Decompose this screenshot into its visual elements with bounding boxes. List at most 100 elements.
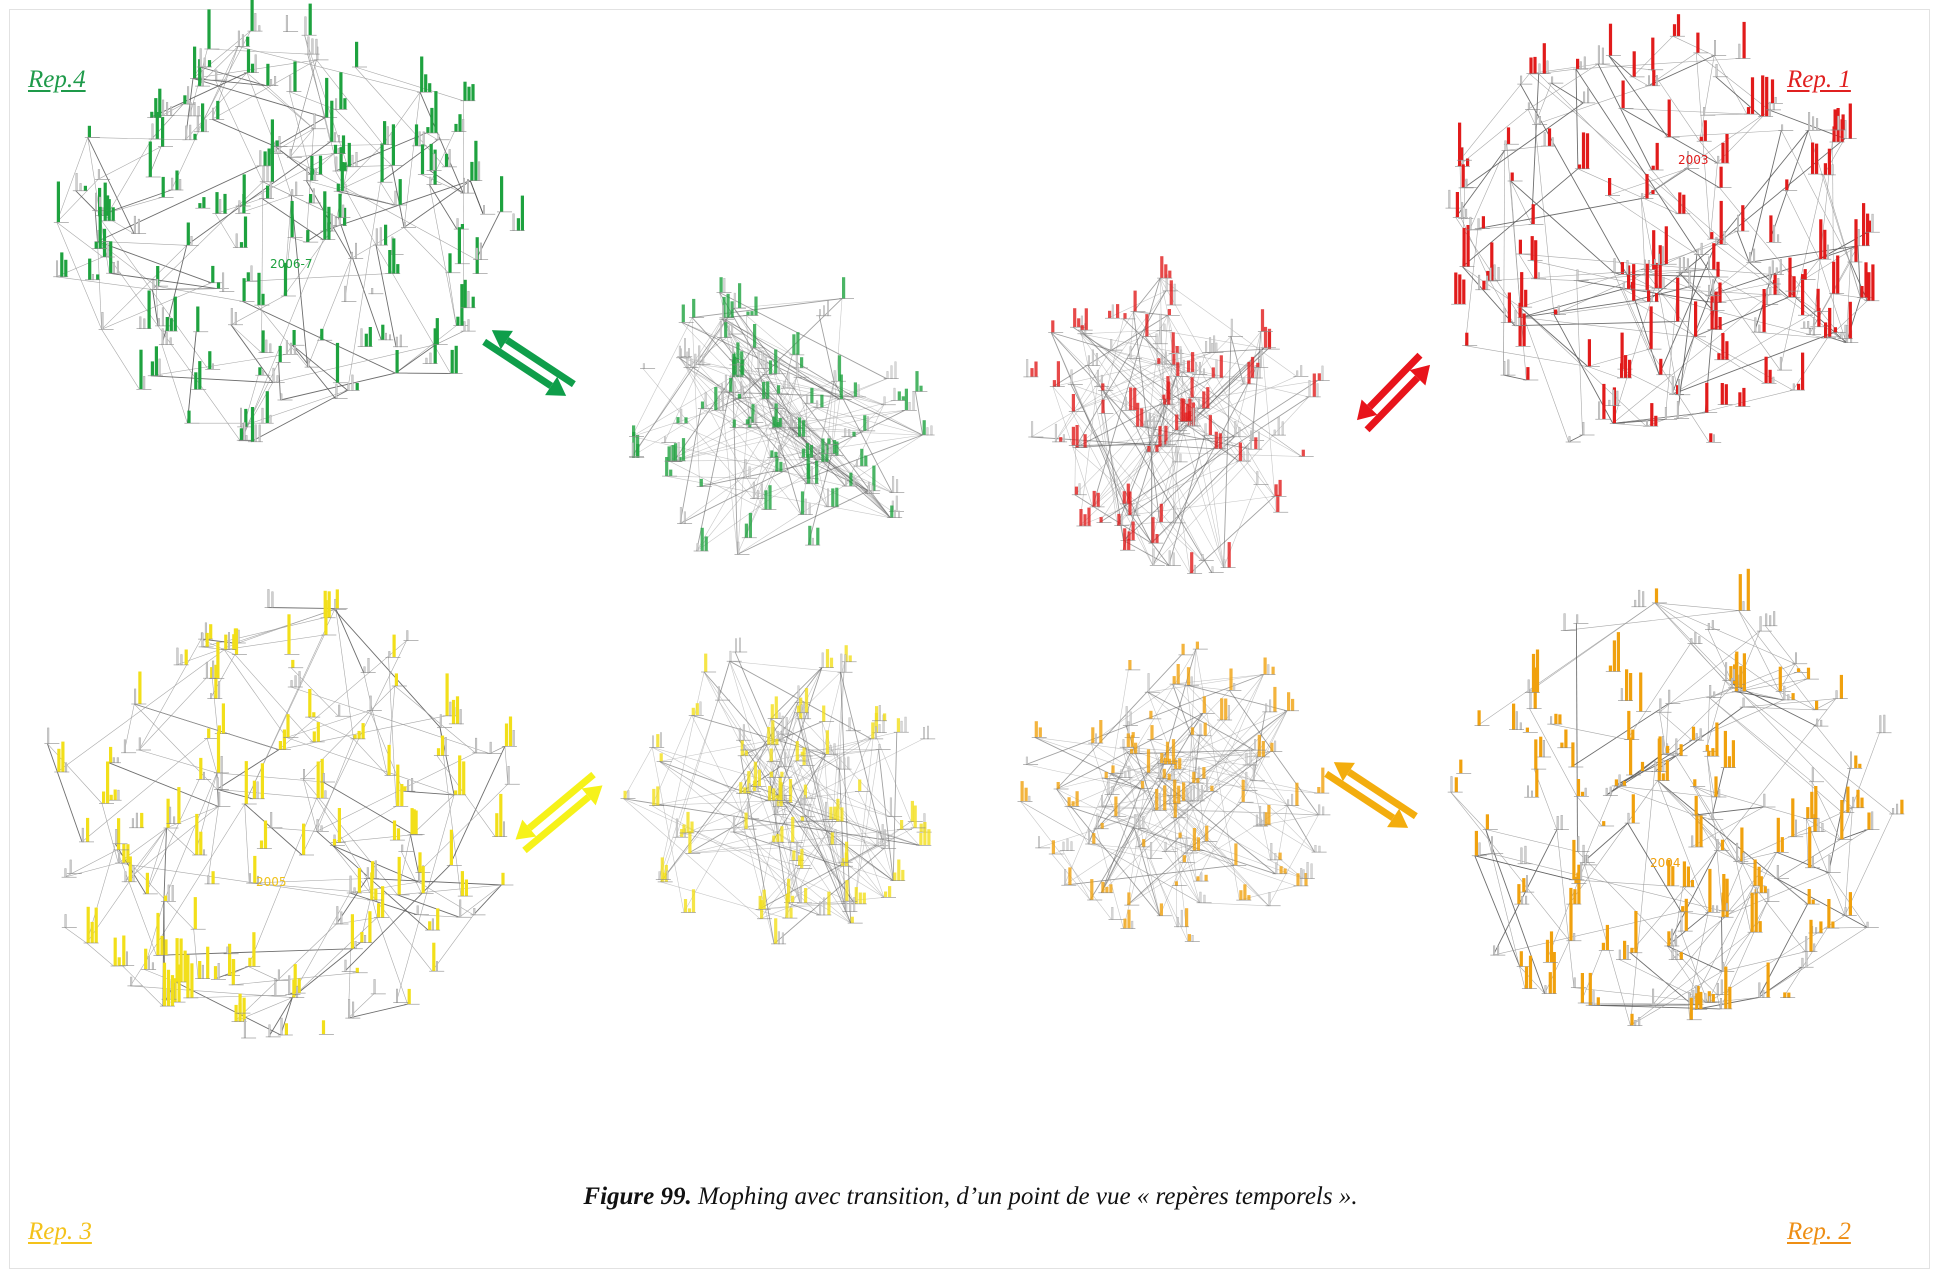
histogram-bar xyxy=(816,527,820,546)
histogram-bar xyxy=(1679,952,1683,960)
histogram-bar xyxy=(458,755,462,795)
histogram-bar xyxy=(138,671,142,704)
graph-edge xyxy=(1080,330,1124,541)
graph-node xyxy=(286,61,302,92)
histogram-bar xyxy=(1709,685,1712,698)
graph-edge xyxy=(166,806,219,829)
histogram-bar xyxy=(1546,60,1549,74)
histogram-bar xyxy=(1740,827,1744,862)
histogram-bar xyxy=(231,959,235,985)
histogram-bar xyxy=(1167,309,1171,316)
histogram-bar xyxy=(1545,939,1550,963)
histogram-bar xyxy=(292,979,296,998)
histogram-bar xyxy=(1182,855,1186,863)
graph-edge xyxy=(1159,674,1264,916)
histogram-bar xyxy=(1173,801,1177,818)
histogram-bar xyxy=(923,727,926,740)
histogram-bar xyxy=(221,703,225,734)
histogram-bar xyxy=(1127,909,1131,929)
graph-node xyxy=(83,906,99,944)
histogram-bar xyxy=(802,747,806,766)
graph-node xyxy=(1098,795,1114,807)
graph-node xyxy=(1595,383,1611,420)
graph-edge xyxy=(1725,680,1893,815)
graph-node xyxy=(1120,528,1136,551)
graph-node xyxy=(1756,616,1772,632)
graph-node xyxy=(1157,256,1173,279)
graph-node xyxy=(1672,738,1688,757)
histogram-bar xyxy=(1807,321,1810,329)
graph-edge xyxy=(150,354,287,377)
histogram-bar xyxy=(744,523,748,538)
graph-edge xyxy=(426,132,438,141)
histogram-bar xyxy=(250,407,255,442)
histogram-bar xyxy=(812,537,815,546)
histogram-bar xyxy=(884,891,888,898)
graph-node xyxy=(1500,292,1516,323)
histogram-bar xyxy=(1147,673,1150,693)
histogram-bar xyxy=(1191,935,1194,942)
graph-edge xyxy=(1529,708,1578,797)
graph-node xyxy=(1507,172,1523,182)
histogram-bar xyxy=(1779,356,1782,371)
histogram-bar xyxy=(758,895,762,910)
graph-edge xyxy=(1182,371,1302,457)
graph-node xyxy=(1144,433,1160,453)
histogram-bar xyxy=(263,820,268,849)
histogram-bar xyxy=(262,165,265,182)
graph-edge xyxy=(1686,168,1720,189)
histogram-bar xyxy=(371,288,374,295)
graph-node xyxy=(750,481,766,500)
histogram-bar xyxy=(1676,14,1681,37)
graph-node xyxy=(889,476,905,494)
histogram-bar xyxy=(741,359,745,376)
graph-edge xyxy=(1719,187,1847,343)
graph-node xyxy=(1585,972,1601,1006)
graph-node xyxy=(394,856,410,896)
graph-node xyxy=(330,135,346,154)
graph-edge xyxy=(186,995,275,999)
graph-edge xyxy=(429,184,457,326)
histogram-bar xyxy=(1713,691,1716,698)
histogram-bar xyxy=(652,735,655,748)
histogram-bar xyxy=(1584,855,1587,866)
graph-node xyxy=(1629,51,1645,78)
graph-edge xyxy=(354,66,464,102)
graph-node xyxy=(1646,306,1662,350)
graph-edge xyxy=(1857,245,1861,298)
histogram-bar xyxy=(355,383,359,391)
graph-node xyxy=(1718,878,1734,918)
graph-node xyxy=(228,308,243,326)
histogram-bar xyxy=(1811,856,1814,868)
histogram-bar xyxy=(271,591,274,608)
histogram-bar xyxy=(733,292,736,309)
histogram-bar xyxy=(845,478,848,487)
histogram-bar xyxy=(411,778,414,792)
graph-node xyxy=(310,113,326,130)
histogram-bar xyxy=(143,376,146,390)
histogram-bar xyxy=(769,771,773,778)
histogram-bar xyxy=(1256,362,1260,368)
graph-edge xyxy=(679,408,702,524)
histogram-bar xyxy=(1034,721,1038,738)
graph-edge xyxy=(673,400,894,462)
histogram-bar xyxy=(1765,76,1769,117)
histogram-bar xyxy=(250,63,255,73)
transition-network-red xyxy=(1023,256,1330,574)
graph-node xyxy=(1664,99,1680,138)
histogram-bar xyxy=(1205,825,1209,842)
graph-node xyxy=(1284,692,1299,712)
graph-node xyxy=(777,752,793,768)
histogram-bar xyxy=(1711,994,1715,1003)
graph-edge xyxy=(780,802,894,881)
graph-node xyxy=(1522,727,1538,733)
histogram-bar xyxy=(700,527,704,551)
histogram-bar xyxy=(858,892,862,904)
histogram-bar xyxy=(1698,636,1701,644)
histogram-bar xyxy=(162,99,165,116)
histogram-bar xyxy=(313,113,316,130)
histogram-bar xyxy=(731,322,734,335)
histogram-bar xyxy=(1819,921,1823,933)
graph-node xyxy=(737,740,753,757)
histogram-bar xyxy=(287,614,291,655)
